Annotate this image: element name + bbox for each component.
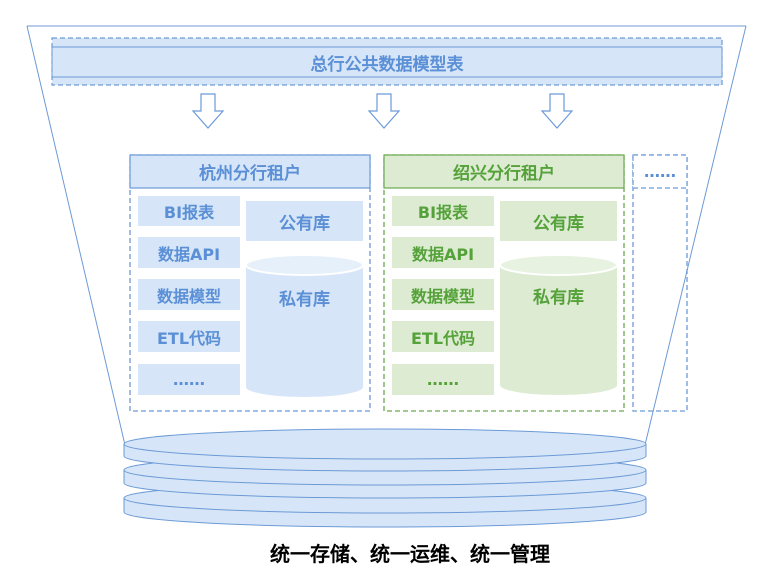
tenant-item-data-model: 数据模型 — [410, 286, 475, 306]
tenant-item-bi-report: BI报表 — [417, 203, 469, 222]
item-box-sx-1 — [392, 196, 494, 226]
tenant-item-etl-code: ETL代码 — [156, 328, 222, 348]
tenant-header-shaoxing: 绍兴分行租户 — [453, 164, 555, 184]
item-box-sx-3 — [392, 279, 494, 310]
more-tenant-frame — [632, 154, 688, 412]
top-bar-inner — [51, 46, 723, 78]
private-db-body-sx — [500, 265, 617, 395]
down-arrow-3 — [540, 93, 574, 129]
tenant-header-hangzhou: 杭州分行租户 — [199, 164, 301, 184]
public-db-label-hangzhou: 公有库 — [279, 213, 330, 234]
tenant-item-data-api: 数据API — [157, 244, 221, 264]
tenant-header-box-shaoxing — [383, 154, 625, 189]
more-tenant-label: …… — [644, 162, 676, 181]
diagram-caption: 统一存储、统一运维、统一管理 — [270, 541, 550, 566]
down-arrow-2 — [367, 93, 401, 129]
public-db-label-shaoxing: 公有库 — [533, 213, 584, 234]
item-box-hz-1 — [138, 196, 240, 226]
item-box-sx-4 — [392, 321, 494, 352]
item-box-hz-5 — [138, 364, 240, 395]
tenant-item-etl-code: ETL代码 — [410, 328, 476, 348]
storage-disk-top-top — [123, 428, 647, 460]
private-db-top-sx — [499, 254, 618, 276]
item-box-hz-4 — [138, 321, 240, 352]
tenant-item-more: …… — [173, 370, 205, 389]
tenant-header-box-hangzhou — [129, 154, 371, 189]
funnel-right-edge — [644, 25, 747, 446]
tenant-item-data-api: 数据API — [411, 244, 475, 264]
more-tenant-header-box — [632, 154, 688, 189]
item-box-sx-5 — [392, 364, 494, 395]
private-db-body-hz — [246, 265, 363, 397]
tenant-item-more: …… — [427, 370, 459, 389]
top-bar-label: 总行公共数据模型表 — [310, 54, 464, 75]
down-arrow-1 — [191, 93, 225, 129]
tenant-item-data-model: 数据模型 — [156, 286, 221, 306]
public-db-box-hz — [246, 201, 363, 241]
item-box-hz-2 — [138, 237, 240, 268]
public-db-box-sx — [500, 201, 617, 241]
private-db-top-hz — [245, 254, 364, 276]
tenant-item-bi-report: BI报表 — [163, 203, 215, 222]
funnel-left-edge — [26, 25, 126, 446]
private-db-label-hangzhou: 私有库 — [279, 289, 330, 310]
item-box-hz-3 — [138, 279, 240, 310]
item-box-sx-2 — [392, 237, 494, 268]
private-db-label-shaoxing: 私有库 — [533, 287, 584, 308]
